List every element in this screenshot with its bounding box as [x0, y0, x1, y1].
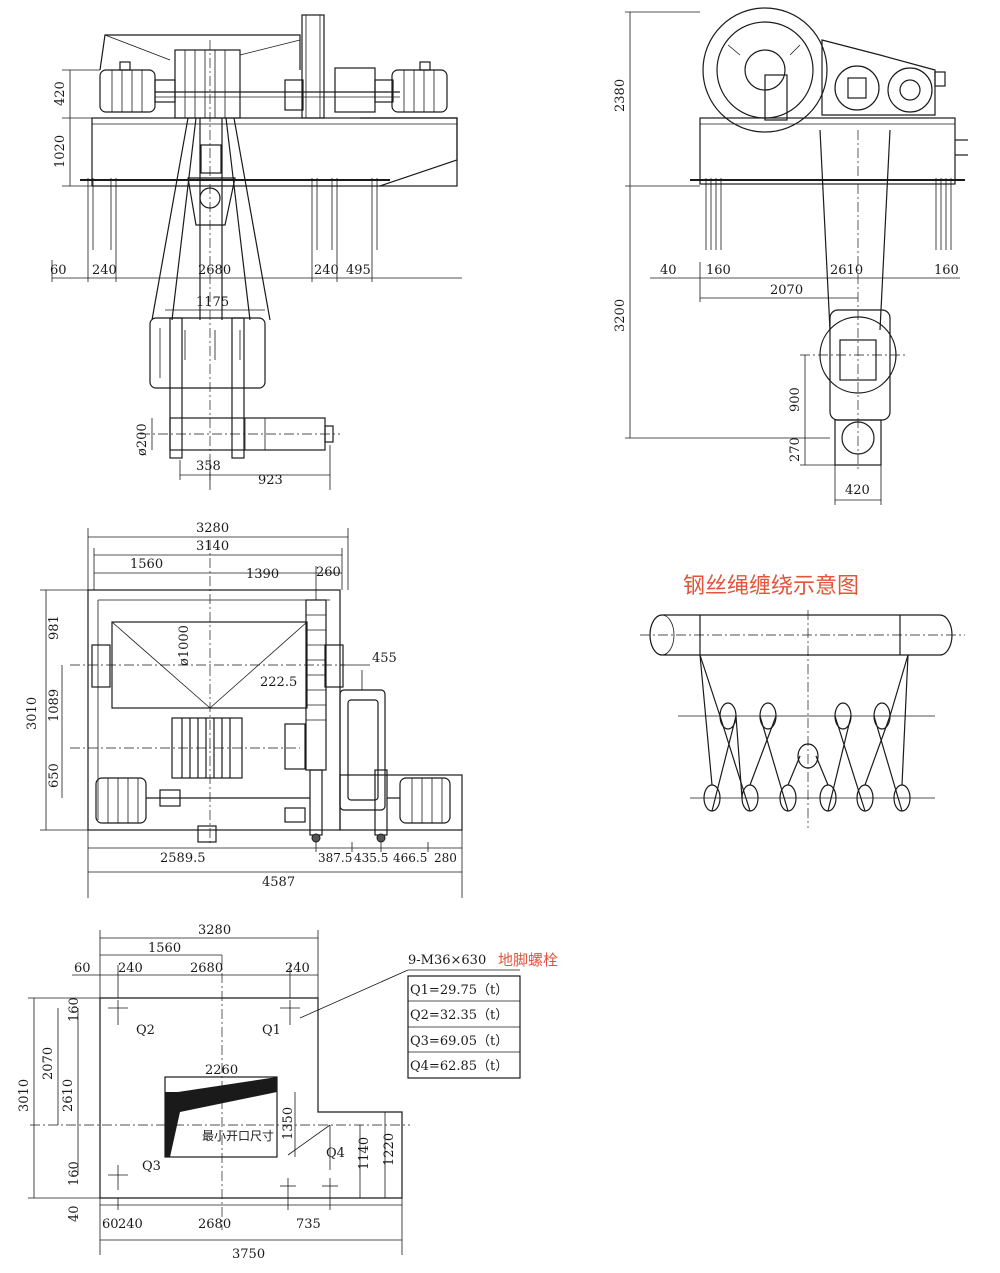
- found-dim-2680-bottom: 2680: [198, 1217, 231, 1232]
- found-dim-60-bottom: 60: [102, 1217, 119, 1232]
- foundation-plan: 3280 1560 60 240 2680 240 3010 2070 2610…: [17, 923, 558, 1262]
- point-q1: Q1: [262, 1023, 281, 1038]
- found-dim-3010: 3010: [17, 1079, 32, 1112]
- side-dim-900: 900: [788, 387, 803, 412]
- plan-dim-650: 650: [47, 763, 62, 788]
- plan-dim-4587: 4587: [262, 875, 295, 890]
- found-dim-1220: 1220: [382, 1133, 397, 1166]
- found-dim-160-bottom: 160: [67, 1161, 82, 1186]
- plan-dim-387-5: 387.5: [318, 851, 352, 865]
- found-dim-60-top: 60: [74, 961, 91, 976]
- found-dim-3750: 3750: [232, 1247, 265, 1262]
- load-q4: Q4=62.85（t）: [410, 1059, 508, 1074]
- side-dim-160-left: 160: [706, 263, 731, 278]
- front-dim-495: 495: [346, 263, 371, 278]
- plan-dim-466-5: 466.5: [393, 851, 427, 865]
- plan-dim-981: 981: [47, 615, 62, 640]
- found-dim-240-bottom: 240: [118, 1217, 143, 1232]
- bolt-label: 地脚螺栓: [498, 951, 558, 969]
- plan-dim-2589-5: 2589.5: [160, 851, 206, 866]
- load-q2: Q2=32.35（t）: [410, 1008, 508, 1023]
- found-dim-40: 40: [67, 1205, 82, 1222]
- front-dim-923: 923: [258, 473, 283, 488]
- point-q2: Q2: [136, 1023, 155, 1038]
- found-dim-2610: 2610: [61, 1079, 76, 1112]
- load-q1: Q1=29.75（t）: [410, 983, 508, 998]
- opening-size-label: 最小开口尺寸: [202, 1129, 274, 1143]
- found-dim-1350: 1350: [281, 1107, 296, 1140]
- rope-reeving-diagram: 钢丝绳缠绕示意图: [640, 574, 965, 828]
- front-dim-60: 60: [50, 263, 67, 278]
- side-dim-2380: 2380: [613, 79, 628, 112]
- found-dim-160-top: 160: [67, 997, 82, 1022]
- plan-dim-1089: 1089: [47, 689, 62, 722]
- front-dim-2680: 2680: [198, 263, 231, 278]
- found-dim-735: 735: [296, 1217, 321, 1232]
- plan-view: 3280 3140 1560 1390 260 3010 981 1089 65…: [25, 521, 463, 898]
- plan-dim-dia1000: ø1000: [177, 625, 192, 666]
- plan-dim-435-5: 435.5: [354, 851, 388, 865]
- load-q3: Q3=69.05（t）: [410, 1034, 508, 1049]
- front-dim-240-left: 240: [92, 263, 117, 278]
- plan-dim-3280: 3280: [196, 521, 229, 536]
- found-dim-240-right: 240: [285, 961, 310, 976]
- found-dim-2070: 2070: [41, 1047, 56, 1080]
- front-dim-420: 420: [53, 81, 68, 106]
- plan-dim-3010: 3010: [25, 697, 40, 730]
- plan-dim-3140: 3140: [196, 539, 229, 554]
- found-dim-240-left: 240: [118, 961, 143, 976]
- point-q3: Q3: [142, 1159, 161, 1174]
- front-dim-1175: 1175: [196, 295, 229, 310]
- plan-dim-1390: 1390: [246, 567, 279, 582]
- found-dim-2260: 2260: [205, 1063, 238, 1078]
- side-dim-160-right: 160: [934, 263, 959, 278]
- front-dim-358: 358: [196, 459, 221, 474]
- side-dim-270: 270: [788, 437, 803, 462]
- plan-dim-280: 280: [434, 851, 457, 865]
- plan-dim-1560: 1560: [130, 557, 163, 572]
- front-dim-1020: 1020: [53, 135, 68, 168]
- front-dim-240-right: 240: [314, 263, 339, 278]
- side-dim-3200: 3200: [613, 299, 628, 332]
- plan-dim-260: 260: [316, 565, 341, 580]
- plan-dim-222-5: 222.5: [260, 675, 297, 690]
- bolt-spec: 9-M36×630: [408, 953, 486, 968]
- found-dim-2680-top: 2680: [190, 961, 223, 976]
- point-q4: Q4: [326, 1146, 345, 1161]
- plan-dim-455: 455: [372, 651, 397, 666]
- found-dim-3280: 3280: [198, 923, 231, 938]
- front-dim-dia200: ø200: [135, 423, 150, 456]
- found-dim-1560: 1560: [148, 941, 181, 956]
- front-elevation-view: 420 1020 60 240 2680 240 495 1175 ø200 3…: [50, 14, 462, 490]
- side-dim-420: 420: [845, 483, 870, 498]
- side-dim-2070: 2070: [770, 283, 803, 298]
- found-dim-1140: 1140: [357, 1137, 372, 1170]
- rope-diagram-title: 钢丝绳缠绕示意图: [683, 574, 859, 599]
- side-dim-40: 40: [660, 263, 677, 278]
- side-elevation-view: 2380 3200 900 270 40 160 2610 160 2070 4…: [613, 7, 968, 505]
- side-dim-2610: 2610: [830, 263, 863, 278]
